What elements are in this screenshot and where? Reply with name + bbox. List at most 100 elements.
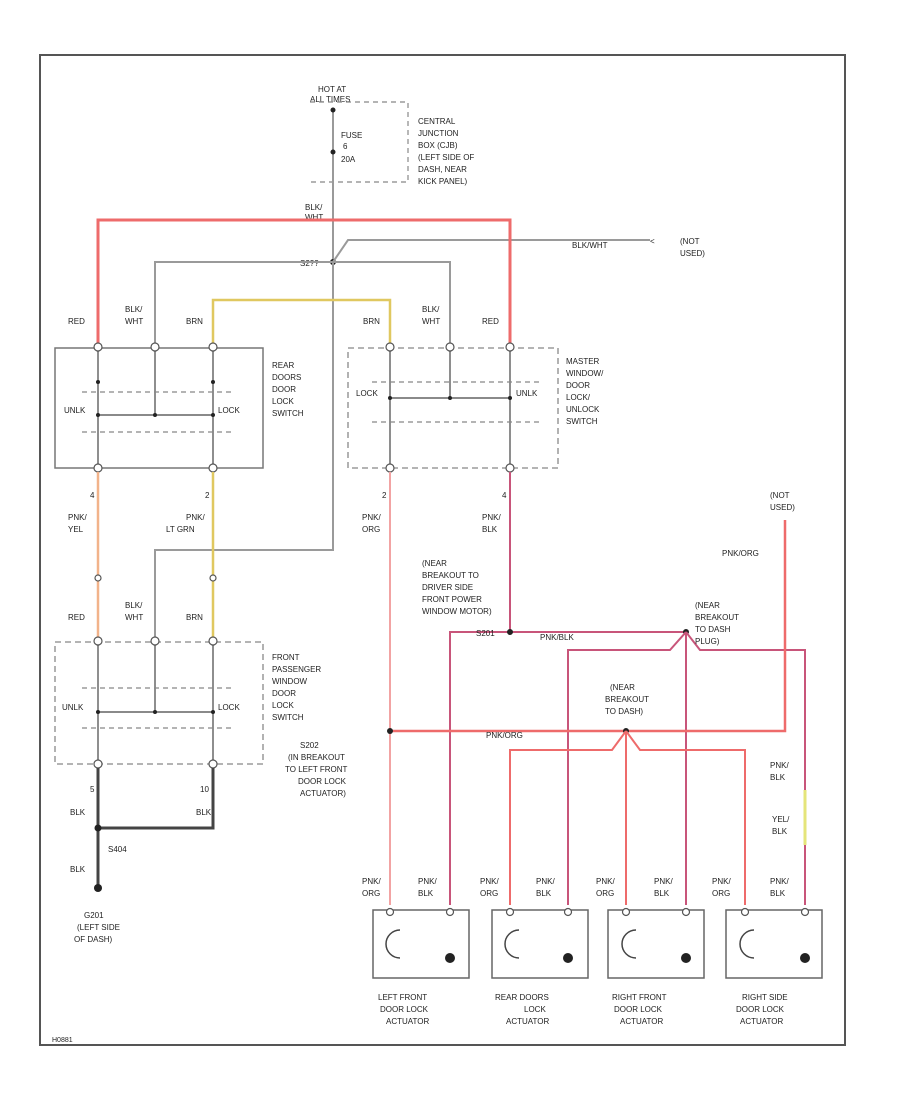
svg-text:TO DASH: TO DASH bbox=[695, 625, 731, 634]
svg-text:OF DASH): OF DASH) bbox=[74, 935, 113, 944]
svg-text:PNK/: PNK/ bbox=[362, 877, 381, 886]
not-used-top-2: USED) bbox=[680, 249, 705, 258]
master-red-label: RED bbox=[482, 317, 499, 326]
not-used-right-1: (NOT bbox=[770, 491, 790, 500]
pnkltgrn-1: PNK/ bbox=[186, 513, 205, 522]
rs-yelblk-1: YEL/ bbox=[772, 815, 790, 824]
svg-text:TO DASH): TO DASH) bbox=[605, 707, 643, 716]
not-used-wire-color: BLK/WHT bbox=[572, 241, 608, 250]
pnkorg-inline-label: PNK/ORG bbox=[486, 731, 523, 740]
svg-text:BREAKOUT: BREAKOUT bbox=[695, 613, 739, 622]
fuse-number: 6 bbox=[343, 142, 348, 151]
svg-text:ACTUATOR: ACTUATOR bbox=[506, 1017, 549, 1026]
fuse-terminal-bottom bbox=[330, 149, 336, 155]
svg-text:BLK: BLK bbox=[770, 889, 786, 898]
footer-code: H0881 bbox=[52, 1037, 73, 1044]
blkwht-to-rear bbox=[154, 261, 333, 345]
pnkorg-to-rear-act bbox=[509, 730, 627, 905]
rear-blkwht-2: WHT bbox=[125, 317, 143, 326]
svg-text:(LEFT SIDE: (LEFT SIDE bbox=[77, 923, 120, 932]
blkwht-to-front-pass bbox=[154, 262, 334, 640]
motor-icon bbox=[385, 929, 401, 959]
svg-text:DOOR LOCK: DOOR LOCK bbox=[380, 1005, 429, 1014]
pin-10: 10 bbox=[200, 785, 209, 794]
rear-switch-internals bbox=[82, 351, 235, 464]
svg-text:ORG: ORG bbox=[362, 889, 380, 898]
svg-text:S202: S202 bbox=[300, 741, 319, 750]
svg-text:DASH, NEAR: DASH, NEAR bbox=[418, 165, 467, 174]
pin-2-rear: 2 bbox=[205, 491, 210, 500]
actuator-rear-doors-box bbox=[491, 909, 589, 979]
diagram-frame bbox=[39, 54, 846, 1046]
svg-text:BLK: BLK bbox=[654, 889, 670, 898]
fp-term-3 bbox=[208, 636, 218, 646]
fp-term-4 bbox=[93, 759, 103, 769]
fp-term-1 bbox=[93, 636, 103, 646]
ground-point bbox=[94, 884, 102, 892]
svg-text:DOORS: DOORS bbox=[272, 373, 301, 382]
not-used-wire bbox=[332, 239, 650, 263]
svg-text:RIGHT FRONT: RIGHT FRONT bbox=[612, 993, 667, 1002]
svg-text:LOCK: LOCK bbox=[524, 1005, 546, 1014]
front-pass-switch-label: FRONT PASSENGER WINDOW DOOR LOCK SWITCH bbox=[272, 653, 321, 722]
fp-blkwht-2: WHT bbox=[125, 613, 143, 622]
svg-text:DOOR LOCK: DOOR LOCK bbox=[736, 1005, 785, 1014]
rs-yelblk-2: BLK bbox=[772, 827, 788, 836]
svg-text:WINDOW: WINDOW bbox=[272, 677, 308, 686]
master-switch-internals bbox=[372, 351, 540, 464]
master-term-5 bbox=[505, 463, 515, 473]
master-term-4 bbox=[385, 463, 395, 473]
svg-text:SWITCH: SWITCH bbox=[272, 409, 304, 418]
splice-s202 bbox=[387, 728, 393, 734]
pnkyel-1: PNK/ bbox=[68, 513, 87, 522]
svg-text:CENTRAL: CENTRAL bbox=[418, 117, 456, 126]
pnkblk-to-rear-act bbox=[567, 631, 687, 905]
svg-text:SWITCH: SWITCH bbox=[566, 417, 598, 426]
fp-unlk-label: UNLK bbox=[62, 703, 84, 712]
driver-breakout-label: (NEAR BREAKOUT TO DRIVER SIDE FRONT POWE… bbox=[422, 559, 492, 616]
svg-text:DOOR: DOOR bbox=[272, 385, 296, 394]
inline-conn-2 bbox=[209, 574, 217, 582]
rear-term-3 bbox=[208, 342, 218, 352]
rear-blkwht-1: BLK/ bbox=[125, 305, 143, 314]
motor-icon bbox=[504, 929, 520, 959]
actuator-right-front: PNK/ORG PNK/BLK RIGHT FRONT DOOR LOCK AC… bbox=[596, 877, 705, 1026]
motor-icon bbox=[739, 929, 755, 959]
master-switch-box bbox=[347, 347, 559, 469]
svg-text:BOX (CJB): BOX (CJB) bbox=[418, 141, 458, 150]
svg-text:(NEAR: (NEAR bbox=[695, 601, 720, 610]
ground-wire bbox=[96, 768, 215, 830]
hot-at-all-times-line1: HOT AT bbox=[318, 85, 346, 94]
master-unlk-label: UNLK bbox=[516, 389, 538, 398]
dash-center-breakout-label: (NEAR BREAKOUT TO DASH) bbox=[605, 683, 649, 716]
svg-text:ACTUATOR: ACTUATOR bbox=[386, 1017, 429, 1026]
brn-wire bbox=[211, 298, 392, 345]
master-pnkorg-1: PNK/ bbox=[362, 513, 381, 522]
svg-text:PASSENGER: PASSENGER bbox=[272, 665, 321, 674]
svg-text:ACTUATOR: ACTUATOR bbox=[740, 1017, 783, 1026]
fuse-terminal-top bbox=[330, 107, 336, 113]
svg-text:PLUG): PLUG) bbox=[695, 637, 720, 646]
ground-splice bbox=[94, 824, 102, 832]
blk-label-2: BLK bbox=[196, 808, 212, 817]
svg-text:PNK/: PNK/ bbox=[536, 877, 555, 886]
svg-text:BREAKOUT: BREAKOUT bbox=[605, 695, 649, 704]
hot-at-all-times-line2: ALL TIMES bbox=[310, 95, 350, 104]
actuator-left-front: PNK/ORG PNK/BLK LEFT FRONT DOOR LOCK ACT… bbox=[362, 877, 470, 1026]
svg-text:SWITCH: SWITCH bbox=[272, 713, 304, 722]
svg-text:DOOR LOCK: DOOR LOCK bbox=[614, 1005, 663, 1014]
svg-text:LOCK: LOCK bbox=[272, 397, 294, 406]
svg-text:(IN BREAKOUT: (IN BREAKOUT bbox=[288, 753, 345, 762]
left-front-breakout-label: S202 (IN BREAKOUT TO LEFT FRONT DOOR LOC… bbox=[285, 741, 347, 798]
fp-term-2 bbox=[150, 636, 160, 646]
svg-text:FRONT POWER: FRONT POWER bbox=[422, 595, 482, 604]
top-wire-color-1: BLK/ bbox=[305, 203, 323, 212]
junction-box-label: CENTRAL JUNCTION BOX (CJB) (LEFT SIDE OF… bbox=[418, 117, 474, 186]
fuse-rating: 20A bbox=[341, 155, 356, 164]
svg-text:LOCK/: LOCK/ bbox=[566, 393, 591, 402]
not-used-right-2: USED) bbox=[770, 503, 795, 512]
svg-text:PNK/: PNK/ bbox=[712, 877, 731, 886]
svg-text:KICK PANEL): KICK PANEL) bbox=[418, 177, 468, 186]
rear-term-1 bbox=[93, 342, 103, 352]
rear-brn-label: BRN bbox=[186, 317, 203, 326]
